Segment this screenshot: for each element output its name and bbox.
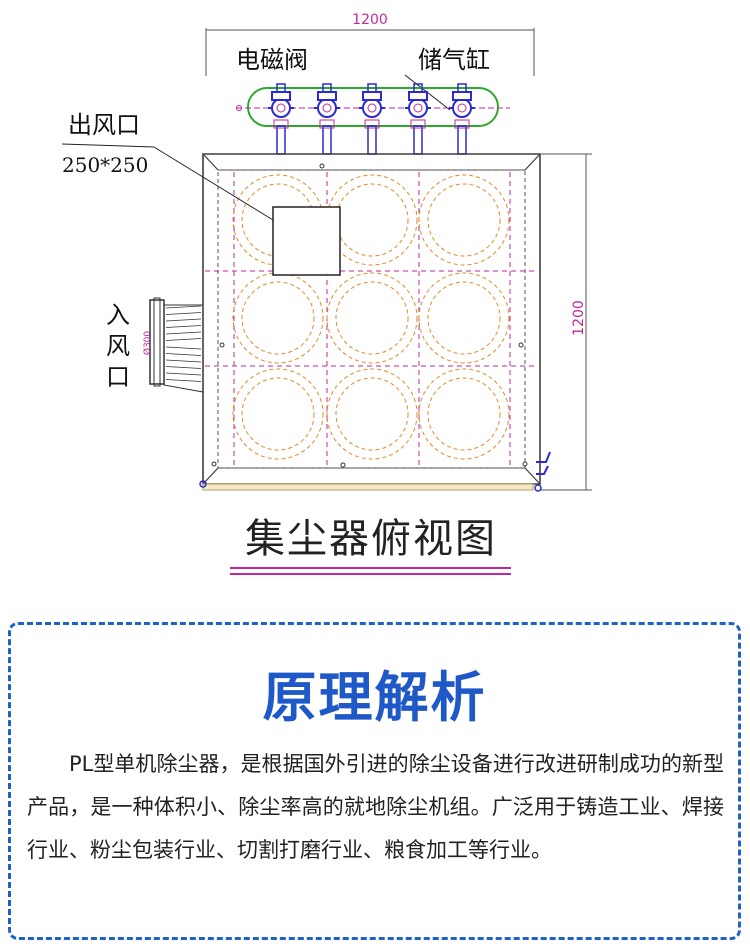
panel-body-text: PL型单机除尘器，是根据国外引进的除尘设备进行改进研制成功的新型产品，是一种体积… <box>27 752 724 862</box>
label-inlet-char-2: 风 <box>106 332 130 360</box>
label-inlet-char-1: 入 <box>106 301 130 329</box>
outlet-opening: 出风口 250*250 <box>61 111 341 276</box>
filter-cartridge <box>326 272 418 364</box>
label-air-tank: 储气缸 <box>418 46 490 74</box>
filter-cartridge <box>418 368 510 460</box>
solenoid-valve <box>268 83 294 155</box>
solenoid-valve <box>314 83 340 155</box>
filter-cartridge <box>418 272 510 364</box>
panel-title: 原理解析 <box>262 666 487 729</box>
solenoid-valve <box>405 83 431 155</box>
solenoid-valve <box>359 83 385 155</box>
label-inlet-diameter: Ø300 <box>142 331 153 356</box>
inlet-duct: Ø300 入 风 口 <box>106 297 204 393</box>
top-dimension: 1200 <box>205 12 535 76</box>
filter-cartridge <box>232 272 324 364</box>
dim-top-value: 1200 <box>352 12 388 28</box>
solenoid-valve <box>449 83 475 155</box>
label-solenoid-valve: 电磁阀 <box>236 46 308 74</box>
dust-collector-top-view-diagram: 1200 电磁阀 储气缸 <box>61 12 592 575</box>
label-inlet-char-3: 口 <box>106 363 130 391</box>
principle-panel: 原理解析 PL型单机除尘器，是根据国外引进的除尘设备进行改进研制成功的新型产品，… <box>8 622 741 940</box>
filter-cartridge <box>418 174 510 266</box>
label-outlet-size: 250*250 <box>62 153 148 177</box>
solenoid-valves <box>268 83 475 155</box>
filter-cartridge <box>232 368 324 460</box>
filter-cartridge <box>326 368 418 460</box>
label-outlet: 出风口 <box>68 111 140 139</box>
drain-handle <box>534 451 551 492</box>
right-dimension: 1200 <box>540 153 592 491</box>
dim-right-value: 1200 <box>571 300 587 336</box>
diagram-caption: 集尘器俯视图 <box>245 516 497 562</box>
